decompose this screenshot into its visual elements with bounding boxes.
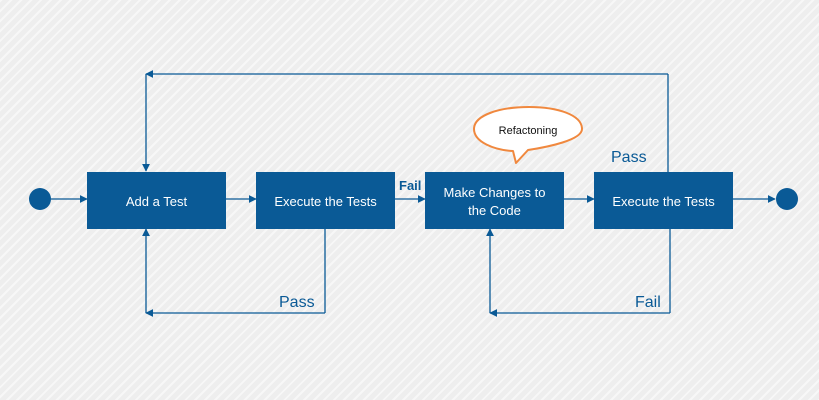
label-fail-bottom: Fail [635,294,661,311]
refactoring-callout: Refactoning [473,106,583,164]
node-execute-tests-1: Execute the Tests [256,172,395,229]
end-node [776,188,798,210]
label-pass-top: Pass [611,149,647,166]
refactoring-callout-bubble [473,106,583,164]
node-execute-tests-1-label: Execute the Tests [274,194,377,209]
node-make-changes-box [425,172,564,229]
node-add-test-box [87,172,226,229]
label-fail-1: Fail [399,178,421,193]
node-execute-tests-2-box [594,172,733,229]
node-make-changes-label-line1: Make Changes to [444,185,546,200]
node-execute-tests-2-label: Execute the Tests [612,194,715,209]
node-add-test-label: Add a Test [126,194,188,209]
node-execute-tests-2: Execute the Tests [594,172,733,229]
node-execute-tests-1-box [256,172,395,229]
start-node [29,188,51,210]
node-make-changes: Make Changes to the Code [425,172,564,229]
node-make-changes-label-line2: the Code [468,203,521,218]
node-add-test: Add a Test [87,172,226,229]
refactoring-callout-text: Refactoning [499,125,558,137]
label-pass-bottom: Pass [279,294,315,311]
